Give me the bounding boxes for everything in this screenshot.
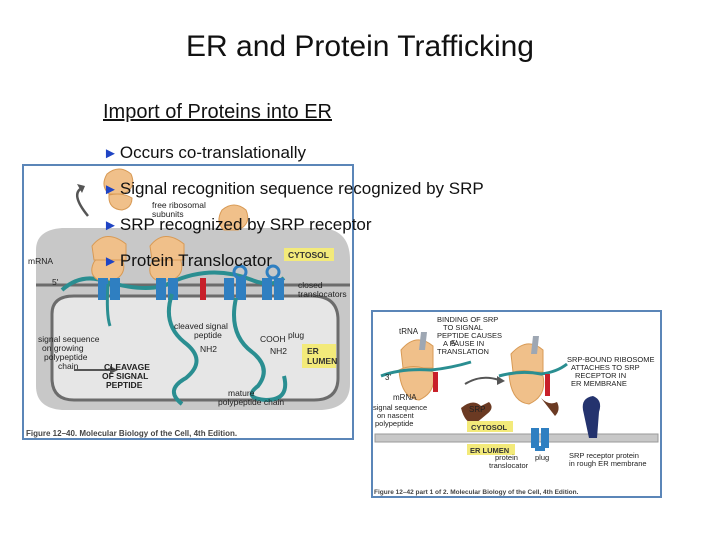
translocator-closed [262,264,284,300]
arrowhead-icon [497,376,505,385]
label-srp: SRP [469,405,485,414]
srp-particle [461,402,492,424]
translocator-left [98,278,120,327]
label-peptide: peptide [194,330,222,340]
label-cleavage-2: OF SIGNAL [102,371,148,381]
label-translocators: translocators [298,289,347,299]
label-binding-3: PEPTIDE CAUSES [437,331,502,340]
figure1-caption: Figure 12–40. Molecular Biology of the C… [26,429,237,438]
label-mature-1: mature [228,388,255,398]
label-five-prime: 5' [451,339,457,348]
figure-srp-binding: BINDING OF SRP TO SIGNAL PEPTIDE CAUSES … [371,310,662,498]
label-nh2-b: NH2 [270,346,287,356]
protein-translocator [531,428,549,451]
figure2-caption: Figure 12–42 part 1 of 2. Molecular Biol… [374,489,579,496]
cleaved-signal-peptide [200,278,206,300]
bullet-text: SRP recognized by SRP receptor [119,215,372,234]
bullet-arrow-icon: ► [103,217,118,234]
label-mature-2: polypeptide chain [218,397,284,407]
label-nh2-a: NH2 [200,344,217,354]
translocator-mid [156,278,178,300]
bullet-list: ►Occurs co-translationally ►Signal recog… [103,143,484,287]
label-srp-bound-4: ER MEMBRANE [571,379,627,388]
label-plug: plug [288,330,304,340]
label-cytosol: CYTOSOL [471,423,508,432]
label-signal-seq-1: signal sequence [38,334,100,344]
label-receptor-1: SRP receptor protein [569,451,639,460]
label-plug: plug [535,453,549,462]
label-mrna: mRNA [393,393,417,402]
bullet-arrow-icon: ► [103,181,118,198]
label-sig-3: polypeptide [375,419,413,428]
label-binding-1: BINDING OF SRP [437,315,498,324]
label-mrna: mRNA [28,256,53,266]
bullet-item: ►Occurs co-translationally [103,143,484,179]
arrowhead-icon [77,184,85,193]
label-srp-bound-2: ATTACHES TO SRP [571,363,640,372]
bullet-item: ►SRP recognized by SRP receptor [103,215,484,251]
free-ribosome-large-right [218,204,249,231]
label-closed: closed [298,280,323,290]
label-sig-2: on nascent [377,411,415,420]
ribosome-a [380,332,472,401]
label-five-prime: 5' [52,277,59,287]
label-protein-trans-1: protein [495,453,518,462]
label-signal-seq-4: chain [58,361,79,371]
er-lumen-banner [467,444,515,455]
label-er: ER [307,346,319,356]
srp-receptor [582,396,601,438]
free-ribosome-small [108,193,133,211]
label-binding-5: TRANSLATION [437,347,489,356]
label-signal-seq-3: polypeptide [44,352,88,362]
bound-ribosome-2 [149,236,185,281]
label-cleavage-3: PEPTIDE [106,380,143,390]
slide-subtitle: Import of Proteins into ER [103,101,332,123]
free-ribosome-large [103,168,134,195]
label-cleaved-signal: cleaved signal [174,321,228,331]
er-lumen [50,294,340,402]
label-binding-2: TO SIGNAL [443,323,483,332]
bullet-text: Occurs co-translationally [119,143,306,162]
label-subunits: subunits [152,209,184,219]
bullet-item: ►Protein Translocator [103,251,484,287]
bullet-arrow-icon: ► [103,145,118,162]
bullet-text: Protein Translocator [119,251,272,270]
label-trna: tRNA [399,327,419,336]
bound-ribosome-1 [91,236,127,281]
label-srp-bound-1: SRP-BOUND RIBOSOME [567,355,655,364]
label-free-ribosomal: free ribosomal [152,200,206,210]
cytosol-banner [284,248,334,261]
label-lumen: LUMEN [307,356,337,366]
label-cooh: COOH [260,334,286,344]
label-binding-4: A PAUSE IN [443,339,484,348]
label-sig-1: signal sequence [373,403,427,412]
er-lumen-banner [302,344,336,368]
arrowhead-icon [110,366,118,374]
label-receptor-2: in rough ER membrane [569,459,647,468]
label-srp-bound-3: RECEPTOR IN [575,371,626,380]
label-er-lumen: ER LUMEN [470,446,509,455]
bullet-arrow-icon: ► [103,253,118,270]
mature-polypeptide-chain [232,297,288,403]
polypeptide-chain [167,293,199,406]
figure-er-translocation: free ribosomal subunits CYTOSOL mRNA 5' … [22,164,354,440]
label-protein-trans-2: translocator [489,461,529,470]
ribosome-b [498,336,568,416]
step-arrow-icon [464,376,500,385]
er-membrane-band [374,433,659,443]
label-three-prime: 3' [385,373,391,382]
bullet-item: ►Signal recognition sequence recognized … [103,179,484,215]
cytosol-banner [467,421,513,432]
slide-title: ER and Protein Trafficking [186,30,534,63]
bullet-text: Signal recognition sequence recognized b… [119,179,484,198]
label-signal-seq-2: on growing [42,343,84,353]
translocator-open [224,264,248,300]
label-cytosol: CYTOSOL [288,250,329,260]
label-cleavage-1: CLEAVAGE [104,362,150,372]
